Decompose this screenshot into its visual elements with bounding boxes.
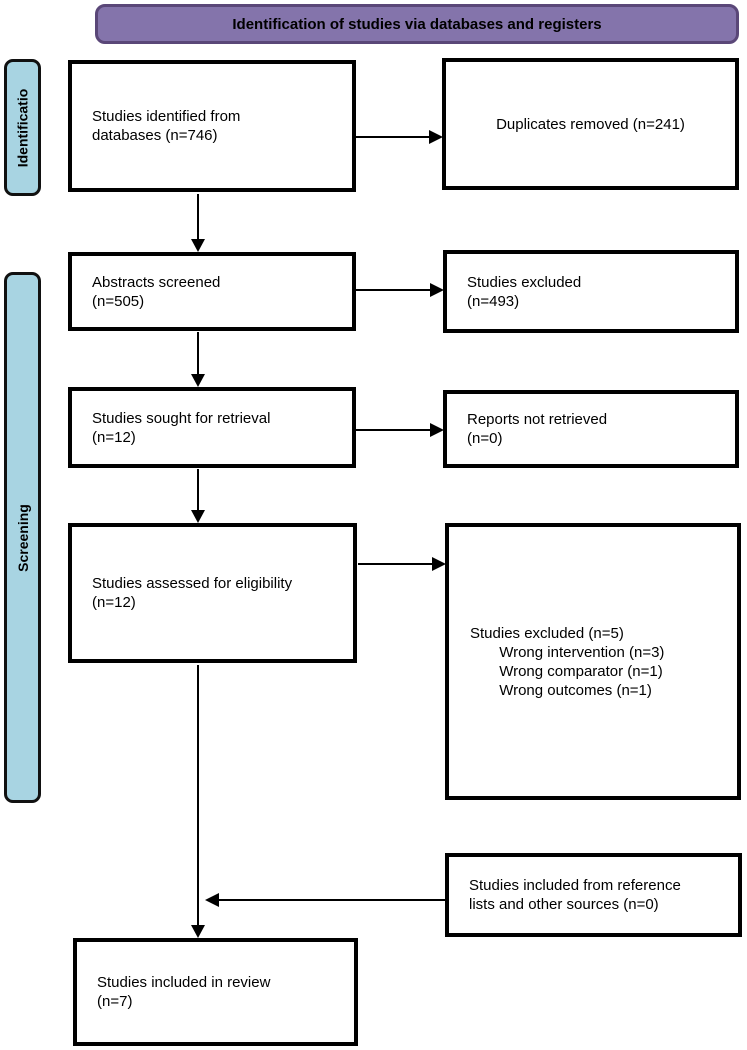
diagram-title-banner: Identification of studies via databases … [95, 4, 739, 44]
box-duplicates-removed: Duplicates removed (n=241) [442, 58, 739, 190]
box-studies-included-text: Studies included in review (n=7) [97, 974, 271, 1010]
stage-label-identification: Identificatio [4, 59, 41, 196]
box-studies-excluded-eligibility: Studies excluded (n=5) Wrong interventio… [445, 523, 741, 800]
box-reference-sources: Studies included from reference lists an… [445, 853, 742, 937]
arrow-reference-to-included-line [205, 893, 445, 907]
box-studies-assessed-text: Studies assessed for eligibility (n=12) [92, 575, 293, 611]
box-abstracts-screened-text: Abstracts screened (n=505) [92, 273, 221, 310]
box-studies-included: Studies included in review (n=7) [73, 938, 358, 1046]
arrow-identified-to-abstracts [191, 194, 205, 252]
box-studies-assessed: Studies assessed for eligibility (n=12) [68, 523, 357, 663]
box-studies-sought: Studies sought for retrieval (n=12) [68, 387, 356, 468]
arrow-sought-to-not-retrieved [356, 423, 444, 437]
box-reports-not-retrieved-text: Reports not retrieved (n=0) [467, 411, 608, 447]
box-reference-sources-text: Studies included from reference lists an… [469, 877, 681, 913]
arrow-abstracts-to-sought [191, 332, 205, 387]
box-reports-not-retrieved: Reports not retrieved (n=0) [443, 390, 739, 468]
arrow-sought-to-assessed [191, 469, 205, 523]
box-studies-excluded-screening: Studies excluded (n=493) [443, 250, 739, 333]
box-abstracts-screened: Abstracts screened (n=505) [68, 252, 356, 331]
arrow-assessed-to-included [191, 665, 205, 938]
box-studies-sought-text: Studies sought for retrieval (n=12) [92, 409, 271, 446]
diagram-title: Identification of studies via databases … [232, 15, 602, 33]
box-studies-excluded-eligibility-text: Studies excluded (n=5) Wrong interventio… [470, 624, 665, 699]
stage-label-identification-text: Identificatio [14, 88, 31, 167]
stage-label-screening: Screening [4, 272, 41, 803]
stage-label-screening-text: Screening [14, 503, 31, 572]
arrow-abstracts-to-excluded [356, 283, 444, 297]
box-duplicates-removed-text: Duplicates removed (n=241) [496, 115, 685, 133]
box-studies-identified-text: Studies identified from databases (n=746… [92, 108, 241, 144]
box-studies-excluded-screening-text: Studies excluded (n=493) [467, 273, 582, 310]
box-studies-identified: Studies identified from databases (n=746… [68, 60, 356, 192]
arrow-identified-to-duplicates [356, 130, 443, 144]
arrow-assessed-to-excluded-eligibility [358, 557, 446, 571]
